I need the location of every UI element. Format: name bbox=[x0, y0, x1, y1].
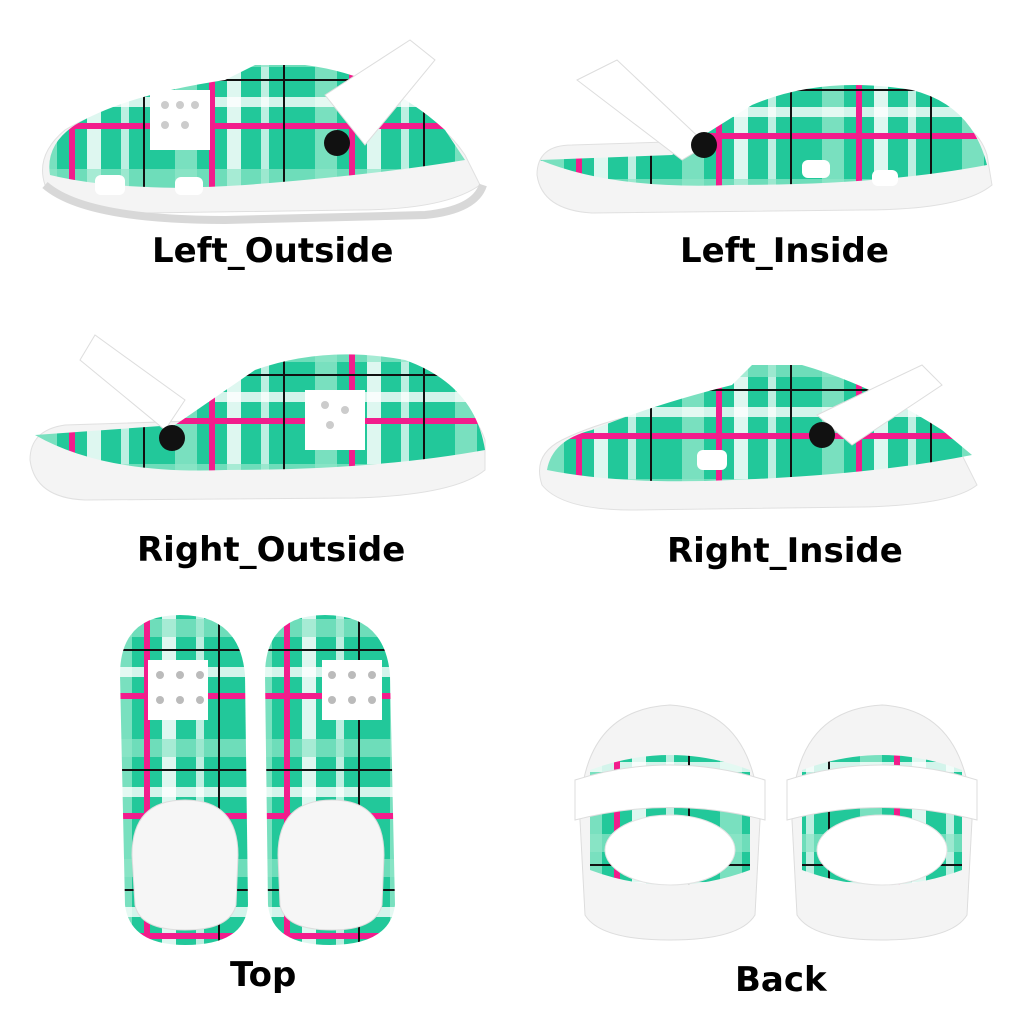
left-inside-view: Left_Inside bbox=[532, 45, 1002, 271]
caption-top: Top bbox=[230, 955, 297, 995]
caption-back: Back bbox=[735, 960, 827, 1000]
right-outside-shoe-image bbox=[29, 334, 486, 501]
left-inside-shoe-image bbox=[536, 59, 993, 214]
right-inside-shoe-image bbox=[539, 364, 978, 511]
right-inside-view: Right_Inside bbox=[532, 345, 1002, 571]
left-outside-shoe-image bbox=[42, 39, 487, 225]
top-shoe-pair-image bbox=[120, 615, 395, 945]
top-view: Top bbox=[100, 605, 420, 1005]
caption-left-outside: Left_Outside bbox=[152, 231, 394, 271]
caption-right-inside: Right_Inside bbox=[667, 531, 903, 571]
back-shoe-pair-image bbox=[574, 704, 978, 941]
caption-left-inside: Left_Inside bbox=[680, 231, 889, 271]
right-outside-view: Right_Outside bbox=[25, 330, 495, 570]
back-view: Back bbox=[570, 700, 990, 1020]
caption-right-outside: Right_Outside bbox=[137, 530, 406, 570]
left-outside-view: Left_Outside bbox=[25, 35, 495, 271]
